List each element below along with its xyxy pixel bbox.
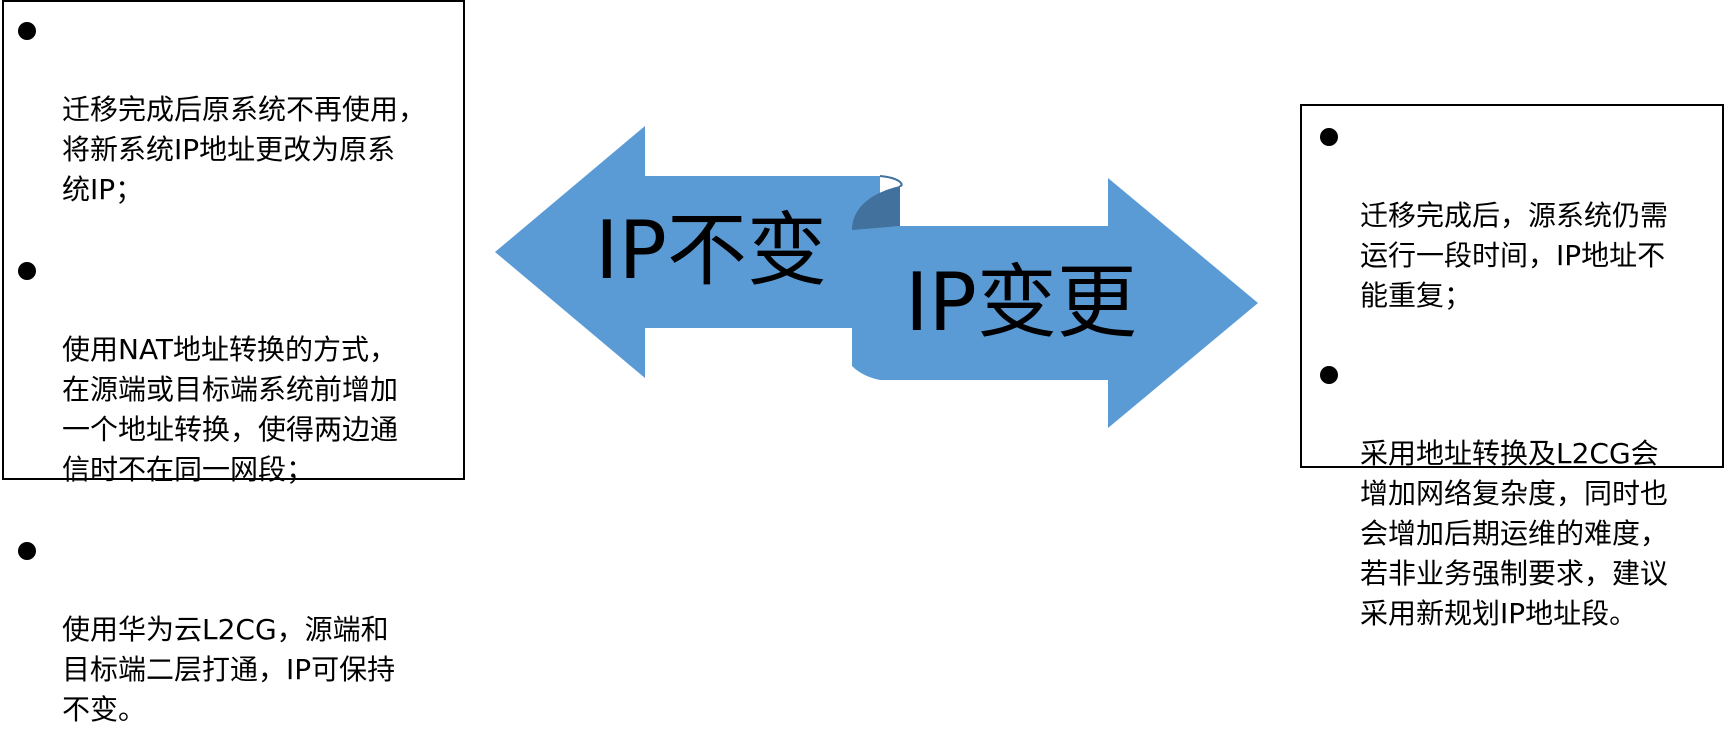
- bullet-icon: [18, 542, 36, 560]
- right-bullet-list: 迁移完成后，源系统仍需 运行一段时间，IP地址不 能重复； 采用地址转换及L2C…: [1302, 116, 1722, 634]
- left-bullet-text: 迁移完成后原系统不再使用， 将新系统IP地址更改为原系 统IP；: [62, 93, 427, 206]
- bullet-icon: [1320, 366, 1338, 384]
- left-bullet-text: 使用华为云L2CG，源端和 目标端二层打通，IP可保持 不变。: [62, 613, 396, 726]
- right-bullet-text: 迁移完成后，源系统仍需 运行一段时间，IP地址不 能重复；: [1360, 199, 1669, 312]
- right-bullet-text: 采用地址转换及L2CG会 增加网络复杂度，同时也 会增加后期运维的难度， 若非业…: [1360, 437, 1669, 630]
- bullet-icon: [1320, 128, 1338, 146]
- left-bullet-item: 使用NAT地址转换的方式， 在源端或目标端系统前增加 一个地址转换，使得两边通 …: [4, 250, 463, 490]
- right-arrow-shape: [852, 178, 1258, 428]
- bullet-icon: [18, 22, 36, 40]
- bullet-icon: [18, 262, 36, 280]
- right-bullet-item: 采用地址转换及L2CG会 增加网络复杂度，同时也 会增加后期运维的难度， 若非业…: [1302, 354, 1722, 634]
- left-arrow-shape: [495, 126, 880, 378]
- scroll-fold-edge: [879, 175, 903, 187]
- left-arrow-label: IP不变: [595, 204, 827, 297]
- right-bullet-item: 迁移完成后，源系统仍需 运行一段时间，IP地址不 能重复；: [1302, 116, 1722, 316]
- left-bullet-item: 使用华为云L2CG，源端和 目标端二层打通，IP可保持 不变。: [4, 530, 463, 730]
- right-arrow-label: IP变更: [905, 256, 1137, 349]
- left-text-box: 迁移完成后原系统不再使用， 将新系统IP地址更改为原系 统IP； 使用NAT地址…: [2, 0, 465, 726]
- scroll-fold-shape: [852, 186, 900, 230]
- bidirectional-arrow-diagram: IP不变 IP变更: [495, 126, 1258, 428]
- left-bullet-text: 使用NAT地址转换的方式， 在源端或目标端系统前增加 一个地址转换，使得两边通 …: [62, 333, 399, 486]
- right-text-box: 迁移完成后，源系统仍需 运行一段时间，IP地址不 能重复； 采用地址转换及L2C…: [1300, 104, 1724, 630]
- left-bullet-item: 迁移完成后原系统不再使用， 将新系统IP地址更改为原系 统IP；: [4, 10, 463, 210]
